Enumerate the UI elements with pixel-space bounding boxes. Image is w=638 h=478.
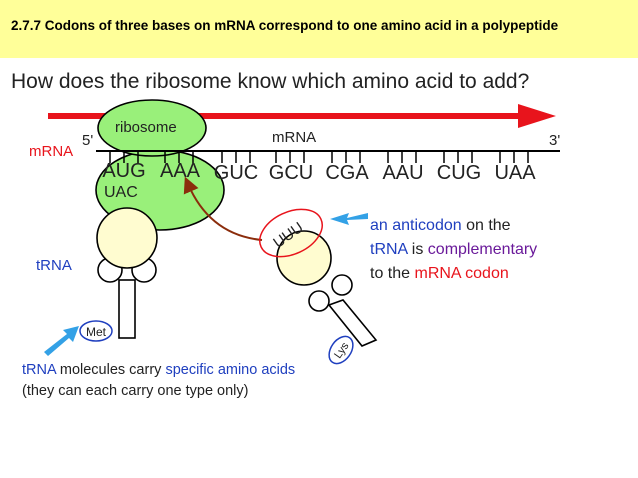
anticodon-pointer-arrow [330,213,368,225]
explanation-line-3: to the mRNA codon [370,265,509,282]
mrna-label-left: mRNA [29,143,74,160]
codon-5: CGA [325,162,369,184]
lys-oval [328,335,354,365]
codon-8: UAA [494,162,536,184]
trna-term: tRNA [370,241,408,258]
trna-ribosome [96,207,158,339]
anticodon-highlight [259,208,323,258]
explanation-line-1: an anticodon on the [370,217,511,234]
codon-3: GUC [214,162,258,184]
specific-amino-acids-term: specific amino acids [165,362,296,378]
codon-1: AUG [102,160,145,182]
bottom-line-2: (they can each carry one type only) [22,383,249,399]
mrna-codon-term: mRNA codon [414,265,509,282]
anticodon-term: an anticodon [370,217,462,234]
complementary-term: complementary [427,241,538,258]
binding-arrow [183,176,263,241]
explanation-line-2: tRNA is complementary [370,241,538,258]
three-prime-label: 3' [549,132,561,149]
mrna-label-top: mRNA [272,129,317,146]
met-pointer-arrow [44,326,79,356]
five-prime-label: 5' [82,132,94,149]
bottom-line-1: tRNA molecules carry specific amino acid… [22,362,296,378]
ribosome-anticodon: UAC [104,184,138,201]
trna-free [276,230,378,347]
question-text: How does the ribosome know which amino a… [11,70,530,93]
codon-2: AAA [160,160,201,182]
ribosome-small-subunit [97,99,207,157]
ribosome-label: ribosome [115,119,177,136]
codon-4: GCU [269,162,313,184]
header-title: 2.7.7 Codons of three bases on mRNA corr… [11,18,559,33]
direction-arrow-head [518,104,556,128]
codon-7: CUG [437,162,481,184]
met-oval [79,320,113,342]
trna-label: tRNA [36,257,72,274]
trna-term-bottom: tRNA [22,362,56,378]
header-banner: 2.7.7 Codons of three bases on mRNA corr… [0,0,638,58]
met-label: Met [86,325,107,339]
codon-6: AAU [382,162,423,184]
mrna-base-ticks [109,151,529,163]
